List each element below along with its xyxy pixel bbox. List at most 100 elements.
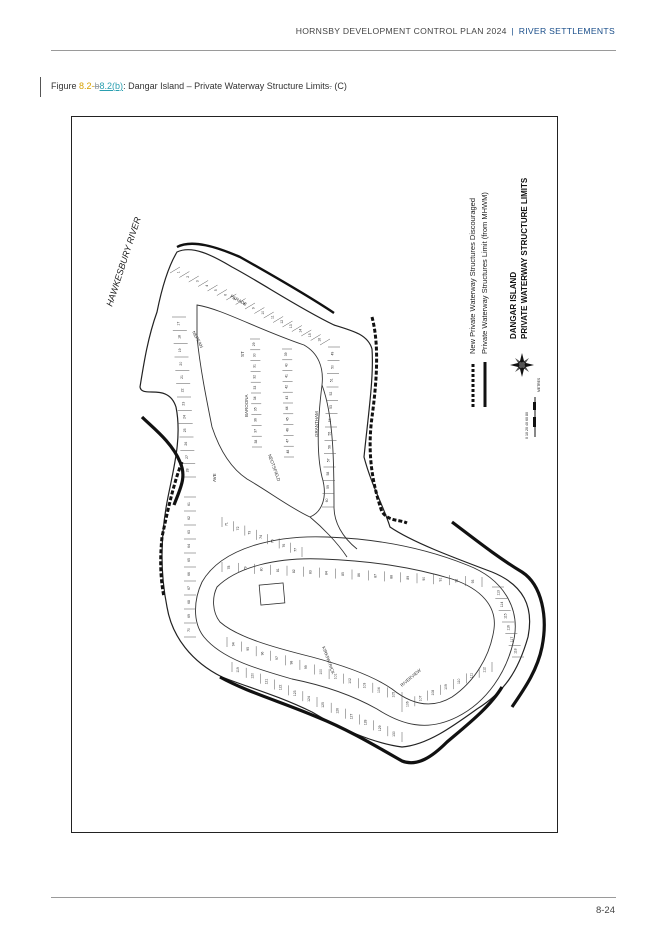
legend-title-line2: PRIVATE WATERWAY STRUCTURE LIMITS [520, 177, 529, 339]
lot-number: 105 [392, 692, 396, 698]
lot-number: 26 [184, 442, 188, 446]
footer-rule [51, 897, 616, 898]
lot-number: 40 [284, 363, 288, 367]
lot-number: 6 [224, 294, 228, 296]
lot-number: 73 [248, 531, 252, 535]
lot-number: 20 [179, 362, 183, 366]
lot-number: 116 [507, 625, 511, 631]
lot-number: 54 [328, 418, 332, 422]
lot-number: 128 [364, 719, 368, 725]
lot-number: 110 [457, 678, 461, 684]
lot-boundary-line [235, 298, 246, 305]
lot-number: 9 [252, 307, 256, 309]
lot-number: 96 [260, 651, 264, 655]
lot-number: 65 [187, 558, 191, 562]
lot-number: 111 [470, 673, 474, 678]
legend-solid-label: Private Waterway Structures Limit (from … [480, 192, 489, 354]
lot-number: 115 [503, 613, 507, 619]
lot-number: 7 [233, 298, 237, 300]
lot-number: 60 [325, 498, 329, 502]
lot-number: 101 [333, 673, 337, 679]
lot-number: 79 [243, 566, 247, 570]
caption-suffix: (C) [331, 81, 347, 91]
lot-boundary-line [179, 271, 190, 278]
lot-number: 106 [405, 701, 409, 707]
connector-road [309, 516, 348, 558]
lot-number: 45 [285, 417, 289, 421]
lot-number: 87 [373, 574, 377, 578]
north-arrow-icon [510, 353, 534, 377]
lot-number: 39 [284, 352, 288, 356]
header-rule [51, 50, 616, 51]
lot-number: 76 [282, 544, 286, 548]
lot-number: 13 [289, 324, 293, 328]
lot-number: 32 [253, 375, 257, 379]
lot-number: 72 [236, 526, 240, 530]
lot-number: 100 [319, 669, 323, 675]
scale-units: METRES [537, 377, 541, 392]
lot-number: 19 [178, 348, 182, 352]
lot-number: 108 [431, 690, 435, 696]
lot-number: 33 [253, 386, 257, 390]
street-label-ave: AVE [212, 473, 217, 482]
lot-number: 5 [214, 289, 218, 291]
lot-number: 74 [259, 535, 263, 539]
document-title: HORNSBY DEVELOPMENT CONTROL PLAN 2024 [295, 26, 507, 36]
scale-label: 0 10 20 40 60 80 [525, 412, 529, 439]
lot-number: 94 [231, 642, 235, 646]
legend-title-line1: DANGAR ISLAND [509, 272, 518, 339]
lot-number: 127 [349, 714, 353, 720]
lot-number: 107 [418, 695, 422, 701]
lot-number: 99 [304, 665, 308, 669]
page-number: 8-24 [595, 905, 615, 916]
lot-number: 22 [181, 388, 185, 392]
lot-number: 114 [500, 602, 504, 608]
lot-number: 112 [483, 667, 487, 673]
lot-number: 89 [406, 576, 410, 580]
lot-number: 68 [187, 600, 191, 604]
lot-number: 11 [270, 315, 274, 319]
lot-number: 124 [307, 696, 311, 702]
lot-number: 38 [254, 440, 258, 444]
lot-number: 64 [187, 544, 191, 548]
lot-number: 18 [177, 335, 181, 339]
lot-boundary-line [169, 266, 181, 274]
lot-number: 46 [286, 428, 290, 432]
lot-number: 34 [253, 396, 257, 400]
lot-number: 67 [187, 586, 191, 590]
legend: New Private Waterway Structures Discoura… [468, 177, 541, 439]
inner-block [196, 304, 325, 518]
lot-number: 98 [290, 661, 294, 665]
lot-boundary-line [263, 311, 274, 319]
lot-number: 70 [187, 628, 191, 632]
lot-number: 123 [293, 690, 297, 696]
island-map: HAWKESBURY RIVER BAROONA GRANTHAM NEPEAN… [104, 177, 546, 765]
lot-number: 50 [330, 365, 334, 369]
lot-number: 16 [317, 338, 321, 342]
lot-number: 17 [176, 322, 180, 326]
island-outline [139, 249, 531, 748]
lot-number: 21 [180, 375, 184, 379]
lot-number: 15 [308, 333, 312, 337]
lot-number: 30 [252, 353, 256, 357]
scale-bar [533, 397, 536, 437]
caption-number-deleted: b [94, 81, 100, 91]
lot-number: 109 [444, 684, 448, 690]
lot-boundary-line [226, 293, 237, 301]
lot-number: 117 [510, 637, 514, 643]
lot-number: 43 [285, 396, 289, 400]
lot-boundary-line [244, 302, 256, 310]
lot-number: 83 [308, 570, 312, 574]
lot-number: 61 [187, 502, 191, 506]
lot-number: 12 [280, 320, 284, 324]
lot-number: 56 [327, 445, 331, 449]
lot-number: 125 [321, 702, 325, 708]
lot-number: 66 [187, 572, 191, 576]
lot-number: 113 [497, 590, 501, 596]
lot-number: 42 [285, 385, 289, 389]
lot-boundary-line [282, 320, 293, 328]
lot-number: 23 [181, 402, 185, 406]
lot-number: 62 [187, 516, 191, 520]
lot-number: 31 [253, 364, 257, 368]
central-loop [213, 558, 495, 705]
